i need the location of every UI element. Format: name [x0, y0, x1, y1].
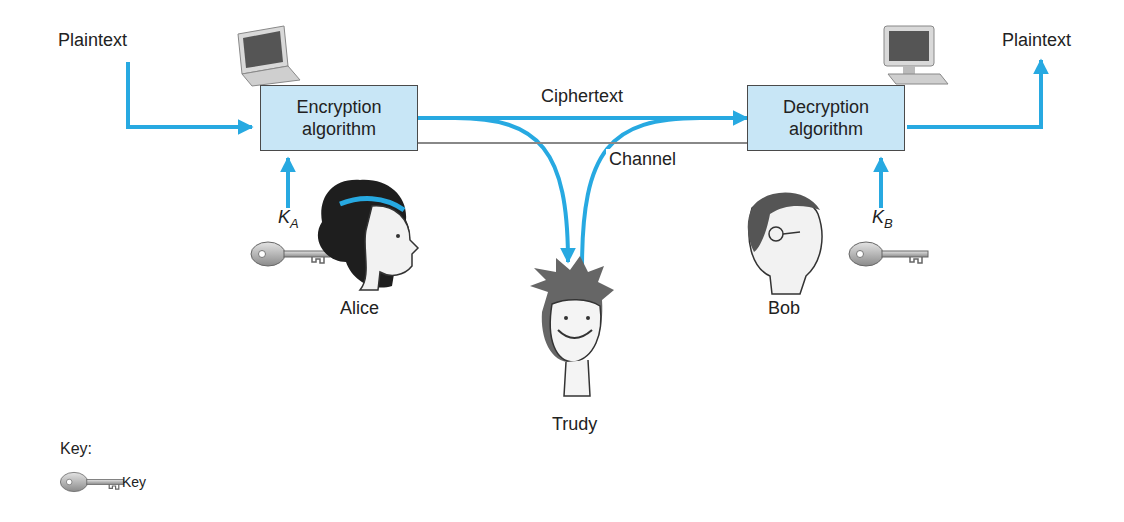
key-icon	[60, 472, 123, 491]
intercept-arrow	[455, 118, 568, 262]
process-box: Decryption algorithm	[747, 85, 905, 151]
node-text: Encryption algorithm	[271, 96, 407, 140]
person-name: Alice	[340, 298, 379, 319]
legend-text: Key	[122, 474, 146, 490]
alice-figure	[318, 180, 418, 290]
person-name: Trudy	[552, 414, 597, 435]
plaintext-arrow	[907, 60, 1041, 127]
process-box: Encryption algorithm	[260, 85, 418, 151]
person-name: Bob	[768, 298, 800, 319]
intercept-arrow	[582, 118, 700, 268]
key-arrow	[286, 158, 290, 208]
bob-figure	[748, 193, 822, 295]
edge-label: Channel	[606, 149, 679, 170]
channel-line	[418, 142, 747, 144]
key-icon	[849, 242, 928, 266]
ciphertext-arrow	[418, 116, 747, 120]
key-icon	[251, 242, 330, 266]
edge-label: Ciphertext	[538, 86, 626, 107]
key-name: KB	[872, 207, 893, 231]
key-name: KA	[278, 207, 299, 231]
computer-icon	[884, 26, 948, 84]
trudy-figure	[530, 256, 614, 396]
key-arrow	[879, 158, 883, 208]
legend-title: Key:	[60, 440, 92, 458]
laptop-icon	[238, 26, 300, 86]
plaintext-label: Plaintext	[1002, 30, 1071, 51]
plaintext-label: Plaintext	[58, 30, 127, 51]
node-text: Decryption algorithm	[758, 96, 894, 140]
plaintext-arrow	[128, 62, 252, 127]
